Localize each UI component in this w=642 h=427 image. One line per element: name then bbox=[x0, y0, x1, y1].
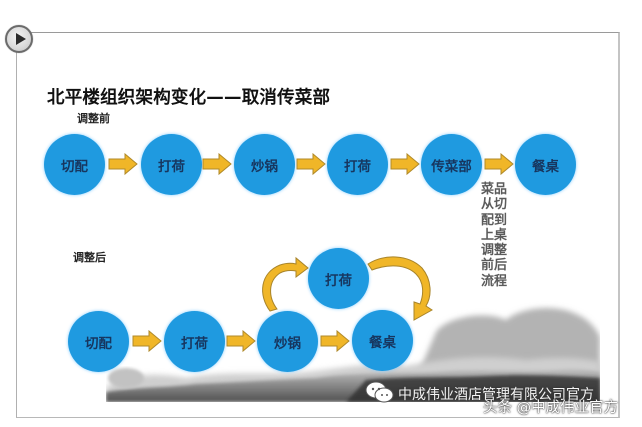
before-node-chuancaibu: 传菜部 bbox=[421, 134, 482, 195]
right-arrow-icon bbox=[226, 330, 256, 352]
node-label: 切配 bbox=[61, 158, 88, 175]
node-label: 切配 bbox=[85, 335, 112, 352]
before-node-dahe: 打荷 bbox=[141, 134, 202, 195]
node-label: 打荷 bbox=[344, 158, 371, 175]
right-arrow-icon bbox=[132, 330, 162, 352]
side-note-line: 前后 bbox=[480, 258, 507, 274]
play-button-icon[interactable] bbox=[5, 25, 33, 53]
toutiao-watermark: 头条 @中成伟业官方 bbox=[483, 400, 619, 416]
node-label: 炒锅 bbox=[251, 158, 278, 175]
before-node-canzhuo: 餐桌 bbox=[515, 134, 576, 195]
node-label: 传菜部 bbox=[431, 158, 472, 175]
wechat-icon bbox=[365, 381, 394, 403]
node-label: 打荷 bbox=[158, 158, 185, 175]
curved-arrow-icon bbox=[367, 256, 433, 321]
after-node-qiepei: 切配 bbox=[68, 311, 129, 372]
before-label: 调整前 bbox=[77, 112, 110, 125]
side-note: 菜品 从切 配到 上桌 调整 前后 流程 bbox=[479, 182, 509, 289]
side-note-line: 流程 bbox=[480, 273, 507, 289]
slide-frame bbox=[16, 32, 620, 418]
before-node-dahe-2: 打荷 bbox=[327, 134, 388, 195]
after-node-dahe-top: 打荷 bbox=[308, 248, 369, 309]
slide-title: 北平楼组织架构变化——取消传菜部 bbox=[47, 88, 331, 108]
right-arrow-icon bbox=[296, 153, 326, 175]
wechat-watermark: 中成伟业酒店管理有限公司官方 bbox=[398, 387, 594, 403]
node-label: 餐桌 bbox=[532, 158, 559, 175]
ink-landscape-background bbox=[106, 308, 600, 402]
after-label: 调整后 bbox=[73, 251, 106, 264]
side-note-line: 菜品 bbox=[480, 182, 507, 197]
side-note-line: 上桌 bbox=[480, 227, 507, 243]
before-node-chaoguo: 炒锅 bbox=[234, 134, 295, 195]
right-arrow-icon bbox=[108, 153, 138, 175]
right-arrow-icon bbox=[390, 153, 420, 175]
after-node-dahe: 打荷 bbox=[164, 311, 225, 372]
right-arrow-icon bbox=[202, 153, 232, 175]
node-label: 打荷 bbox=[181, 335, 208, 352]
after-node-chaoguo: 炒锅 bbox=[257, 311, 318, 372]
right-arrow-icon bbox=[484, 153, 514, 175]
node-label: 打荷 bbox=[325, 272, 352, 289]
node-label: 炒锅 bbox=[274, 335, 301, 352]
side-note-line: 从切 bbox=[480, 197, 507, 213]
right-arrow-icon bbox=[320, 330, 350, 352]
after-node-canzhuo: 餐桌 bbox=[352, 310, 413, 371]
side-note-line: 配到 bbox=[480, 212, 507, 228]
curved-arrow-icon bbox=[262, 256, 309, 312]
before-node-qiepei: 切配 bbox=[44, 134, 105, 195]
node-label: 餐桌 bbox=[369, 334, 396, 351]
side-note-line: 调整 bbox=[480, 243, 507, 259]
